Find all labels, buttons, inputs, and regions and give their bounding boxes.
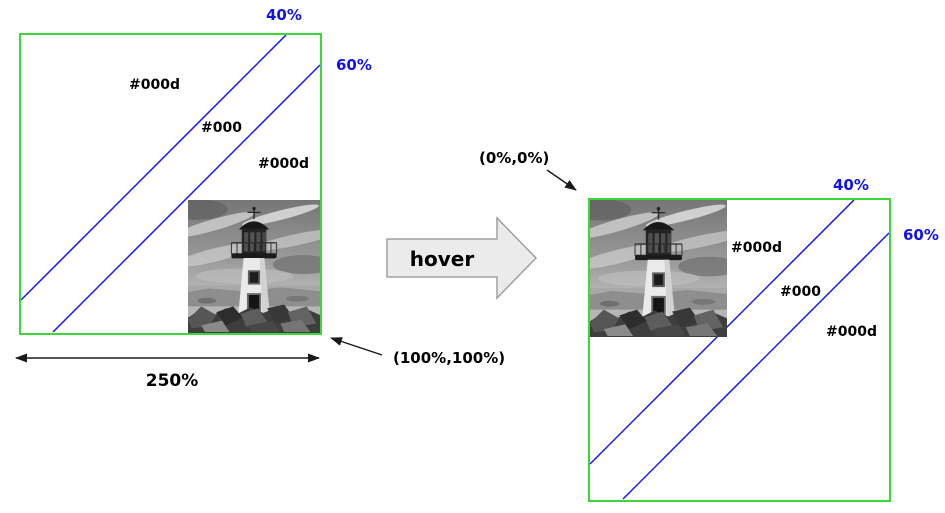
position-label-0-0: (0%,0%)	[479, 149, 550, 167]
hover-label: hover	[409, 247, 475, 271]
region-label-left-3: #000d	[258, 156, 309, 172]
stop-label-40-right: 40%	[833, 176, 869, 194]
gradient-box-hover-state	[588, 198, 891, 502]
background-size-label: 250%	[145, 371, 199, 391]
region-label-right-1: #000d	[731, 240, 782, 256]
region-label-right-2: #000	[780, 284, 821, 300]
region-label-left-2: #000	[201, 120, 242, 136]
pointer-arrow-0-0	[546, 169, 577, 191]
region-label-left-1: #000d	[129, 77, 180, 93]
position-label-100-100: (100%,100%)	[393, 349, 506, 367]
hover-arrow-icon	[386, 216, 538, 300]
region-label-right-3: #000d	[826, 324, 877, 340]
lighthouse-image	[188, 200, 320, 333]
gradient-stop-lines-left	[21, 35, 320, 333]
stop-label-60-right: 60%	[903, 226, 939, 244]
pointer-arrow-100-100	[330, 337, 383, 356]
lighthouse-image	[590, 200, 727, 337]
stop-label-60-left: 60%	[336, 56, 372, 74]
gradient-box-default-state	[19, 33, 322, 335]
stop-label-40-left: 40%	[266, 6, 302, 24]
